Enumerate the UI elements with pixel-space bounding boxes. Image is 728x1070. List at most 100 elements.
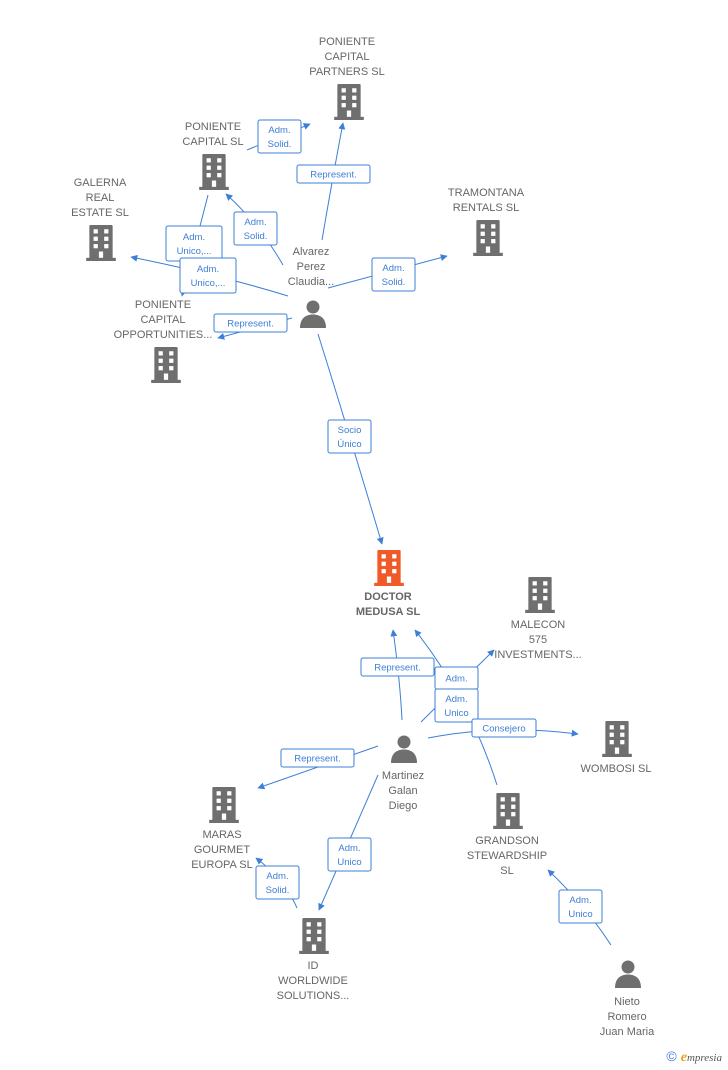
node-label: CAPITAL SL <box>182 136 243 148</box>
edge-label-text: Adm. <box>445 674 467 685</box>
person-icon <box>391 735 417 763</box>
building-icon <box>209 787 239 823</box>
edge-label-e11[interactable]: Adm.Unico <box>434 688 479 723</box>
edge-label-text: Adm. <box>338 843 360 854</box>
node-label: Nieto <box>614 996 640 1008</box>
edge-label-e4[interactable]: Adm. Unico,... <box>165 225 223 262</box>
building-icon <box>151 347 181 383</box>
node-label: RENTALS SL <box>453 202 519 214</box>
node-label: 575 <box>529 634 547 646</box>
node-label: Juan Maria <box>600 1026 655 1038</box>
node-alvarez[interactable]: AlvarezPerezClaudia... <box>288 246 334 328</box>
edge-label-e2[interactable]: Represent. <box>296 164 371 184</box>
edge-label-box <box>179 257 237 294</box>
node-label: MARAS <box>202 829 241 841</box>
edge-label-e10[interactable]: Adm. <box>434 666 479 690</box>
edge-label-e9[interactable]: Represent. <box>360 657 435 677</box>
node-wombosi[interactable]: WOMBOSI SL <box>581 721 652 775</box>
node-label: STEWARDSHIP <box>467 850 547 862</box>
edge-label-e13[interactable]: Represent. <box>280 748 355 768</box>
node-label: Martinez <box>382 770 424 782</box>
edge-label-text: Unico <box>444 708 468 719</box>
edge-label-box <box>296 164 371 184</box>
building-icon <box>473 220 503 256</box>
person-icon <box>615 960 641 988</box>
node-label: GOURMET <box>194 844 251 856</box>
edge-label-text: Adm. <box>268 125 290 136</box>
edge-label-text: Represent. <box>374 663 420 674</box>
edge-label-box <box>255 865 300 900</box>
node-maras[interactable]: MARAS GOURMET EUROPA SL <box>191 787 253 871</box>
edge-label-e3[interactable]: Adm.Solid. <box>233 211 278 246</box>
node-label: Claudia... <box>288 276 334 288</box>
node-label: SOLUTIONS... <box>277 990 350 1002</box>
edge-label-box <box>233 211 278 246</box>
edge-label-text: Socio <box>338 425 362 436</box>
edge-label-box <box>471 718 537 738</box>
edge-label-text: Unico <box>568 909 592 920</box>
edge-e9 <box>390 629 403 721</box>
edge-label-text: Represent. <box>227 319 273 330</box>
node-doctor[interactable]: DOCTOR MEDUSA SL <box>356 550 421 618</box>
edge-label-text: Adm. <box>569 895 591 906</box>
footer-brand: ©empresia <box>666 1048 722 1066</box>
node-label: CAPITAL <box>140 314 185 326</box>
building-icon <box>493 793 523 829</box>
edge-label-e16[interactable]: Adm. Unico <box>558 889 603 924</box>
person-icon <box>300 300 326 328</box>
node-label: EUROPA SL <box>191 859 253 871</box>
node-label: WOMBOSI SL <box>581 763 652 775</box>
node-label: MEDUSA SL <box>356 606 421 618</box>
edge-label-e14[interactable]: Adm. Unico <box>327 837 372 872</box>
edge-label-text: Unico <box>337 857 361 868</box>
edge-label-box <box>371 257 416 292</box>
node-label: Alvarez <box>293 246 330 258</box>
node-label: PONIENTE <box>319 36 375 48</box>
node-label: REAL <box>86 192 115 204</box>
edge-label-text: Unico,... <box>191 278 226 289</box>
edge-label-e12[interactable]: Consejero <box>471 718 537 738</box>
node-tramontana[interactable]: TRAMONTANA RENTALS SL <box>448 187 525 256</box>
node-poniente-opp[interactable]: PONIENTECAPITALOPPORTUNITIES... <box>114 299 213 383</box>
edge-label-text: Adm. <box>183 232 205 243</box>
edge-label-text: Adm. <box>382 263 404 274</box>
node-id-worldwide[interactable]: IDWORLDWIDESOLUTIONS... <box>277 918 350 1002</box>
node-label: MALECON <box>511 619 565 631</box>
building-icon <box>199 154 229 190</box>
node-label: Perez <box>297 261 326 273</box>
edge-label-box <box>327 837 372 872</box>
edge-label-e7[interactable]: Represent. <box>213 313 288 333</box>
node-malecon[interactable]: MALECON 575INVESTMENTS... <box>494 577 582 661</box>
edge-label-e15[interactable]: Adm.Solid. <box>255 865 300 900</box>
edge-label-e5[interactable]: Adm.Unico,... <box>179 257 237 294</box>
brand-logo[interactable]: empresia <box>680 1050 722 1065</box>
edge-label-e1[interactable]: Adm. Solid. <box>257 119 302 154</box>
copyright-icon: © <box>666 1048 677 1064</box>
node-label: INVESTMENTS... <box>494 649 581 661</box>
edge-label-box <box>434 688 479 723</box>
edge-label-box <box>213 313 288 333</box>
node-label: OPPORTUNITIES... <box>114 329 213 341</box>
edge-label-box <box>280 748 355 768</box>
node-label: PARTNERS SL <box>309 66 384 78</box>
edge-label-text: Represent. <box>310 170 356 181</box>
building-icon <box>602 721 632 757</box>
node-label: Galan <box>388 785 417 797</box>
edge-label-e6[interactable]: Adm.Solid. <box>371 257 416 292</box>
edge-label-box <box>360 657 435 677</box>
node-label: DOCTOR <box>364 591 412 603</box>
edge-label-text: Unico,... <box>177 246 212 257</box>
node-label: TRAMONTANA <box>448 187 525 199</box>
edge-label-text: Consejero <box>482 724 525 735</box>
edge-label-box <box>257 119 302 154</box>
edge-label-text: Solid. <box>268 139 292 150</box>
